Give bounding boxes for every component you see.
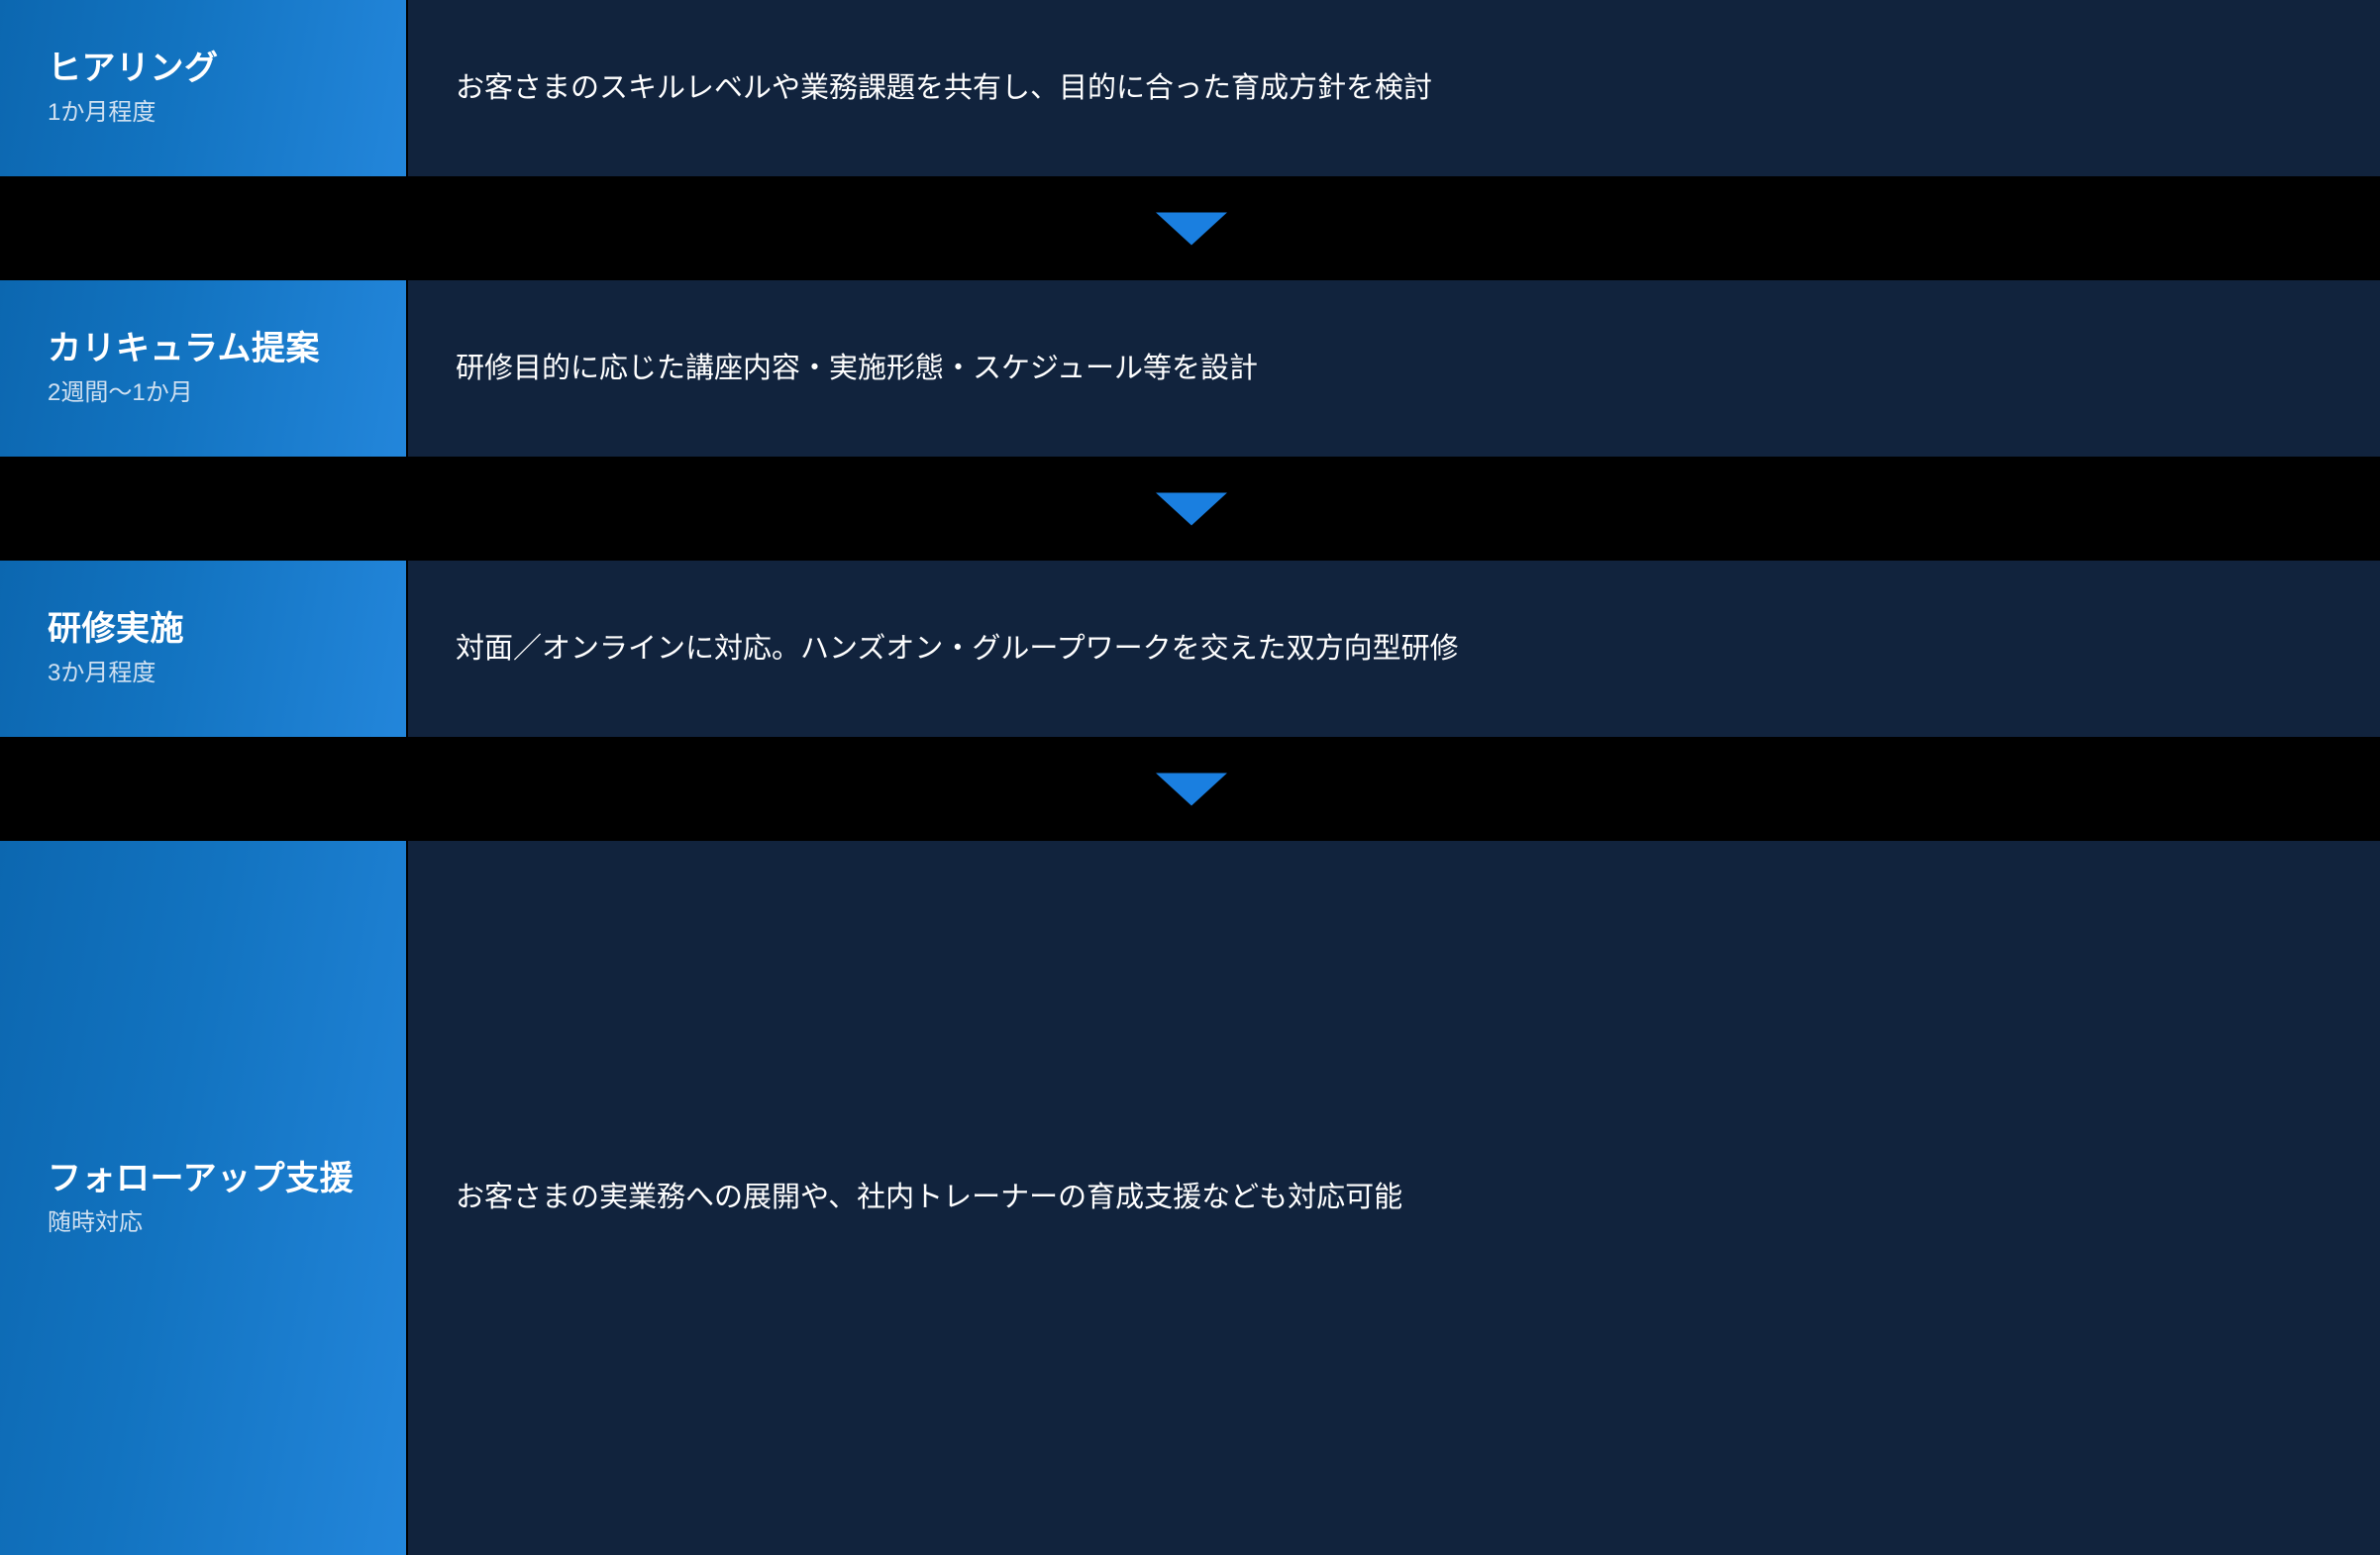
- step-1-title: ヒアリング: [48, 50, 219, 88]
- step-4-description: お客さまの実業務への展開や、社内トレーナーの育成支援なども対応可能: [456, 1182, 1403, 1214]
- step-3-description: 対面／オンラインに対応。ハンズオン・グループワークを交えた双方向型研修: [456, 632, 1459, 665]
- connector-3: [0, 737, 2380, 841]
- step-4-title: フォローアップ支援: [48, 1159, 355, 1197]
- step-2-description-panel: 研修目的に応じた講座内容・実施形態・スケジュール等を設計: [406, 280, 2380, 457]
- step-2-description: 研修目的に応じた講座内容・実施形態・スケジュール等を設計: [456, 352, 1258, 384]
- arrow-down-icon: [1156, 212, 1227, 245]
- process-step-4: フォローアップ支援 随時対応 お客さまの実業務への展開や、社内トレーナーの育成支…: [0, 841, 2380, 1555]
- step-3-duration: 3か月程度: [48, 660, 156, 687]
- step-2-title: カリキュラム提案: [48, 330, 320, 368]
- connector-1: [0, 176, 2380, 280]
- connector-2: [0, 457, 2380, 561]
- process-step-3: 研修実施 3か月程度 対面／オンラインに対応。ハンズオン・グループワークを交えた…: [0, 561, 2380, 737]
- step-3-description-panel: 対面／オンラインに対応。ハンズオン・グループワークを交えた双方向型研修: [406, 561, 2380, 737]
- step-2-duration: 2週間〜1か月: [48, 379, 193, 407]
- process-step-2: カリキュラム提案 2週間〜1か月 研修目的に応じた講座内容・実施形態・スケジュー…: [0, 280, 2380, 457]
- step-4-description-panel: お客さまの実業務への展開や、社内トレーナーの育成支援なども対応可能: [406, 841, 2380, 1555]
- step-3-label-panel: 研修実施 3か月程度: [0, 561, 406, 737]
- step-1-description-panel: お客さまのスキルレベルや業務課題を共有し、目的に合った育成方針を検討: [406, 0, 2380, 176]
- process-step-1: ヒアリング 1か月程度 お客さまのスキルレベルや業務課題を共有し、目的に合った育…: [0, 0, 2380, 176]
- arrow-down-icon: [1156, 492, 1227, 525]
- step-4-label-panel: フォローアップ支援 随時対応: [0, 841, 406, 1555]
- step-2-label-panel: カリキュラム提案 2週間〜1か月: [0, 280, 406, 457]
- step-1-description: お客さまのスキルレベルや業務課題を共有し、目的に合った育成方針を検討: [456, 71, 1433, 104]
- step-3-title: 研修実施: [48, 610, 184, 649]
- arrow-down-icon: [1156, 773, 1227, 805]
- step-4-duration: 随時対応: [48, 1208, 143, 1236]
- step-1-duration: 1か月程度: [48, 99, 156, 127]
- step-1-label-panel: ヒアリング 1か月程度: [0, 0, 406, 176]
